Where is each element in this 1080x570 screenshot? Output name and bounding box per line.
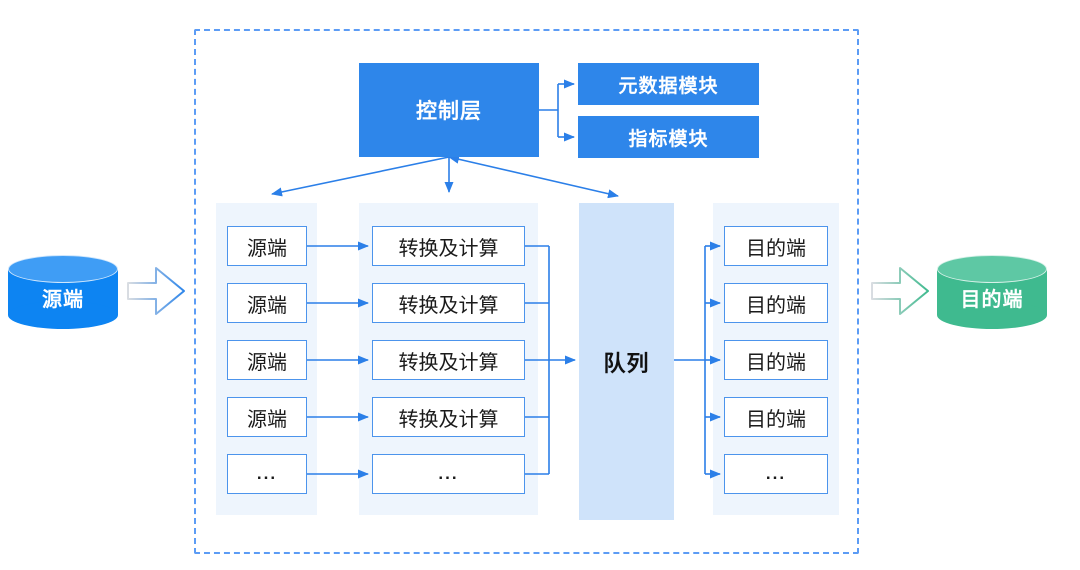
dest-node-ellipsis-box: ... xyxy=(724,454,828,494)
dest-node-box: 目的端 xyxy=(724,340,828,380)
outer-dashed-frame xyxy=(194,29,859,554)
dest-cylinder-label: 目的端 xyxy=(960,288,1024,311)
dest-database-cylinder-icon: 目的端 xyxy=(937,255,1047,329)
dest-node-box: 目的端 xyxy=(724,226,828,266)
metadata-module-label: 元数据模块 xyxy=(618,75,719,97)
transform-node-box: 转换及计算 xyxy=(372,397,525,437)
cylinder-top-cap xyxy=(937,255,1047,283)
transform-node-box: 转换及计算 xyxy=(372,340,525,380)
source-node-box: 源端 xyxy=(227,397,307,437)
source-node-box: 源端 xyxy=(227,283,307,323)
source-cylinder-label: 源端 xyxy=(42,288,84,311)
source-node-box: 源端 xyxy=(227,226,307,266)
source-database-cylinder-icon: 源端 xyxy=(8,255,118,329)
metric-module-label: 指标模块 xyxy=(628,128,709,150)
metric-module-box: 指标模块 xyxy=(578,116,759,158)
cylinder-top-cap xyxy=(8,255,118,283)
source-node-box: 源端 xyxy=(227,340,307,380)
source-node-ellipsis-box: ... xyxy=(227,454,307,494)
transform-node-box: 转换及计算 xyxy=(372,226,525,266)
control-layer-box: 控制层 xyxy=(359,63,539,157)
cylinder-bottom-cap xyxy=(937,301,1047,329)
dest-node-box: 目的端 xyxy=(724,397,828,437)
metadata-module-box: 元数据模块 xyxy=(578,63,759,105)
control-layer-label: 控制层 xyxy=(416,100,482,123)
transform-node-box: 转换及计算 xyxy=(372,283,525,323)
queue-label: 队列 xyxy=(603,350,650,376)
flow-out-arrow-icon xyxy=(871,267,929,315)
flow-in-arrow-icon xyxy=(127,267,185,315)
queue-box: 队列 xyxy=(579,203,674,520)
transform-node-ellipsis-box: ... xyxy=(372,454,525,494)
cylinder-bottom-cap xyxy=(8,301,118,329)
dest-node-box: 目的端 xyxy=(724,283,828,323)
